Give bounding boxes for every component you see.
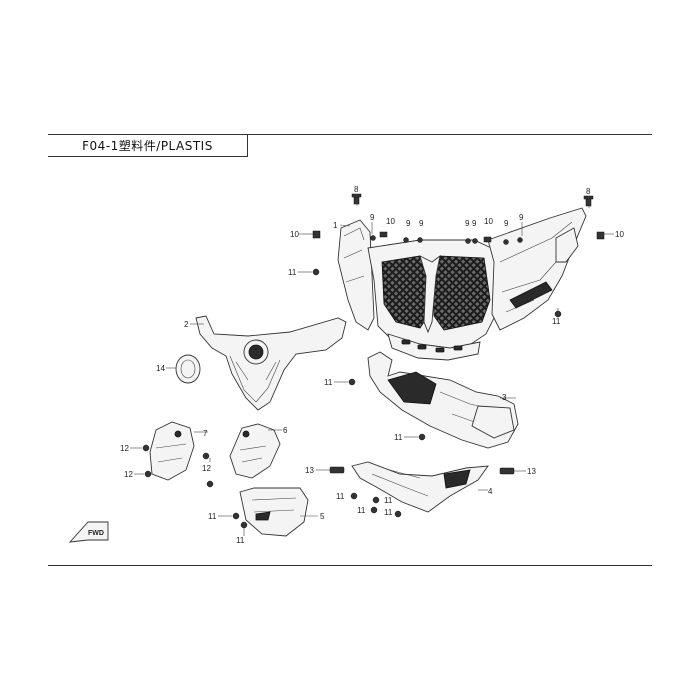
leader-lines (130, 194, 614, 536)
callout-6: 6 (283, 426, 288, 435)
rule-bottom (48, 565, 652, 566)
callout-11-b: 11 (552, 317, 561, 326)
bolt-eight-left (351, 193, 362, 205)
callout-2: 2 (184, 320, 189, 329)
callout-9-d: 9 (465, 219, 470, 228)
forward-direction-badge: FWD (68, 521, 109, 543)
callout-1: 1 (333, 221, 338, 230)
clip-ten-b (379, 231, 388, 238)
callout-3: 3 (502, 393, 507, 402)
clip-ten-d (596, 231, 605, 240)
callout-8-left: 8 (354, 185, 359, 194)
callout-11-a: 11 (288, 268, 297, 277)
clip-ten-a (312, 230, 321, 239)
callout-12-b: 12 (124, 470, 133, 479)
callout-7: 7 (203, 429, 208, 438)
diagram-title: F04-1塑料件/PLASTIS (48, 134, 248, 157)
callout-13-left: 13 (305, 466, 314, 475)
callout-9-e: 9 (472, 219, 477, 228)
callout-11-h: 11 (384, 508, 393, 517)
callout-11-f: 11 (357, 506, 366, 515)
callout-14: 14 (156, 364, 165, 373)
callout-9-c: 9 (419, 219, 424, 228)
callout-9-b: 9 (406, 219, 411, 228)
front-bumper-crossbar (195, 315, 347, 411)
front-grille-assembly (337, 207, 587, 361)
callout-13-right: 13 (527, 467, 536, 476)
callout-9-f: 9 (504, 219, 509, 228)
fwd-badge-label: FWD (88, 530, 104, 537)
left-lower-panel (239, 487, 309, 537)
callout-10-d: 10 (615, 230, 624, 239)
callout-11-e: 11 (336, 492, 345, 501)
callout-12-c: 12 (202, 464, 211, 473)
callout-11-g: 11 (384, 496, 393, 505)
round-cap-part (175, 354, 201, 384)
callout-8-right: 8 (586, 187, 591, 196)
callout-11-c: 11 (324, 378, 333, 387)
callout-4: 4 (488, 487, 493, 496)
bolt-eight-right (583, 195, 594, 207)
side-cover-six (229, 423, 281, 479)
front-lower-shield (367, 351, 519, 449)
side-cover-seven (149, 421, 195, 481)
callout-9-a: 9 (370, 213, 375, 222)
callout-12-a: 12 (120, 444, 129, 453)
callout-labels: 1 2 3 4 5 6 7 8 8 9 9 9 9 9 9 9 10 10 10… (120, 185, 624, 545)
callout-10-c: 10 (484, 217, 493, 226)
callout-10-b: 10 (386, 217, 395, 226)
callout-11-d: 11 (394, 433, 403, 442)
lower-undertray (351, 461, 489, 513)
callout-9-g: 9 (519, 213, 524, 222)
callout-11-i: 11 (208, 512, 217, 521)
callout-10-a: 10 (290, 230, 299, 239)
callout-11-j: 11 (236, 536, 245, 545)
rule-top (48, 134, 652, 135)
callout-5: 5 (320, 512, 325, 521)
clip-ten-c (483, 236, 492, 243)
